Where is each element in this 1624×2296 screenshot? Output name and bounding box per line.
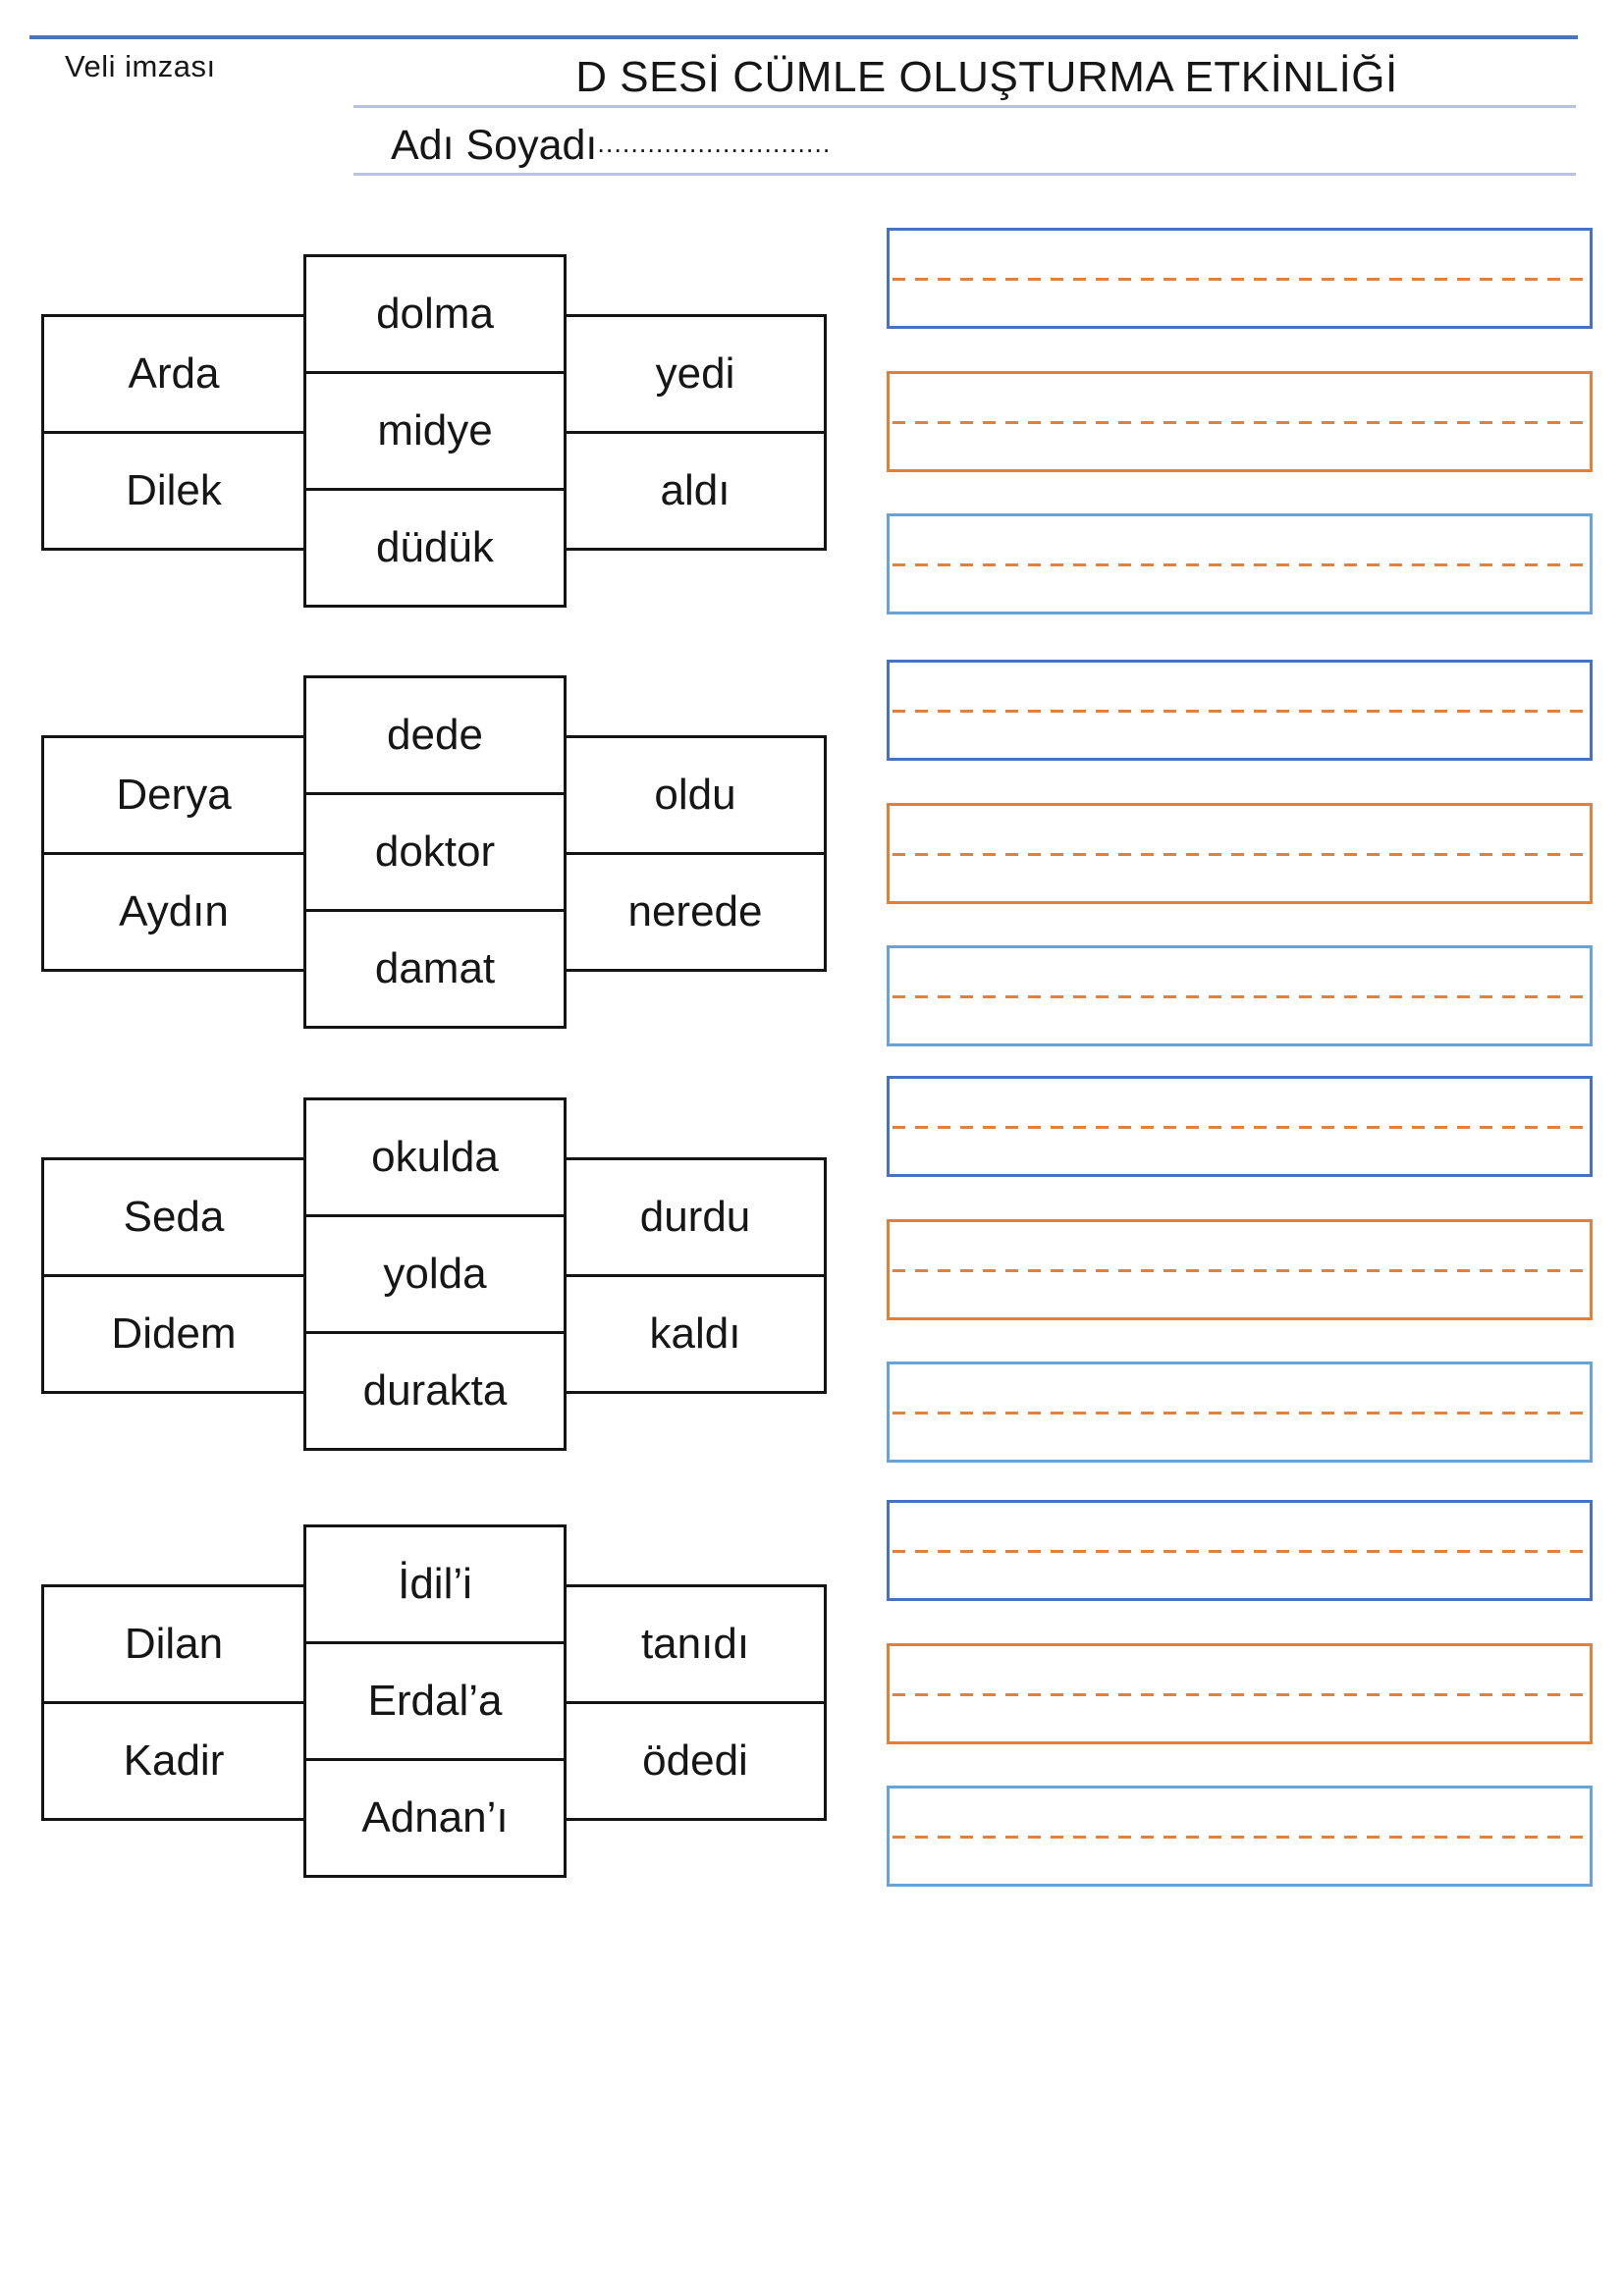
top-rule	[29, 35, 1578, 39]
name-box: Derya	[41, 735, 306, 855]
names-column: Seda Didem	[41, 1157, 306, 1394]
writing-line-box[interactable]	[887, 228, 1593, 329]
writing-line-box[interactable]	[887, 660, 1593, 761]
dashed-guide-line	[893, 994, 1587, 998]
name-underline	[353, 173, 1576, 176]
word-box: düdük	[303, 488, 567, 608]
parent-signature-label: Veli imzası	[65, 49, 216, 83]
title-underline	[353, 105, 1576, 108]
word-box: yolda	[303, 1214, 567, 1334]
name-box: Kadir	[41, 1701, 306, 1821]
writing-line-box[interactable]	[887, 513, 1593, 614]
name-box: Aydın	[41, 852, 306, 972]
writing-line-box[interactable]	[887, 1362, 1593, 1463]
object-column: okulda yolda durakta	[303, 1097, 567, 1451]
worksheet-title: D SESİ CÜMLE OLUŞTURMA ETKİNLİĞİ	[575, 53, 1398, 101]
dashed-guide-line	[893, 1835, 1587, 1839]
writing-line-box[interactable]	[887, 371, 1593, 472]
writing-line-box[interactable]	[887, 945, 1593, 1046]
writing-line-box[interactable]	[887, 1219, 1593, 1320]
dashed-guide-line	[893, 852, 1587, 856]
dashed-guide-line	[893, 709, 1587, 713]
writing-line-box[interactable]	[887, 803, 1593, 904]
name-dotted-line: ........................................…	[597, 129, 832, 158]
verb-column: durdu kaldı	[564, 1157, 827, 1394]
verb-box: oldu	[564, 735, 827, 855]
word-group-2: Derya Aydın dede doktor damat oldu nered…	[41, 675, 837, 1038]
verb-column: oldu nerede	[564, 735, 827, 972]
word-box: dede	[303, 675, 567, 795]
word-box: Erdal’a	[303, 1641, 567, 1761]
word-box: durakta	[303, 1331, 567, 1451]
names-column: Arda Dilek	[41, 314, 306, 551]
verb-box: aldı	[564, 431, 827, 551]
word-group-4: Dilan Kadir İdil’i Erdal’a Adnan’ı tanıd…	[41, 1524, 837, 1887]
verb-column: tanıdı ödedi	[564, 1584, 827, 1821]
dashed-guide-line	[893, 562, 1587, 566]
dashed-guide-line	[893, 277, 1587, 281]
word-box: damat	[303, 909, 567, 1029]
object-column: İdil’i Erdal’a Adnan’ı	[303, 1524, 567, 1878]
name-box: Dilan	[41, 1584, 306, 1704]
dashed-guide-line	[893, 1268, 1587, 1272]
dashed-guide-line	[893, 1125, 1587, 1129]
writing-line-box[interactable]	[887, 1786, 1593, 1887]
word-box: dolma	[303, 254, 567, 374]
dashed-guide-line	[893, 1692, 1587, 1696]
verb-column: yedi aldı	[564, 314, 827, 551]
verb-box: ödedi	[564, 1701, 827, 1821]
name-label: Adı Soyadı	[391, 122, 598, 169]
name-box: Seda	[41, 1157, 306, 1277]
word-box: doktor	[303, 792, 567, 912]
name-box: Dilek	[41, 431, 306, 551]
name-row: Adı Soyadı..............................…	[391, 122, 831, 170]
verb-box: nerede	[564, 852, 827, 972]
verb-box: kaldı	[564, 1274, 827, 1394]
verb-box: tanıdı	[564, 1584, 827, 1704]
name-box: Arda	[41, 314, 306, 434]
names-column: Dilan Kadir	[41, 1584, 306, 1821]
writing-line-box[interactable]	[887, 1643, 1593, 1744]
verb-box: durdu	[564, 1157, 827, 1277]
word-box: Adnan’ı	[303, 1758, 567, 1878]
word-box: okulda	[303, 1097, 567, 1217]
dashed-guide-line	[893, 420, 1587, 424]
object-column: dolma midye düdük	[303, 254, 567, 608]
word-box: midye	[303, 371, 567, 491]
dashed-guide-line	[893, 1411, 1587, 1415]
name-box: Didem	[41, 1274, 306, 1394]
verb-box: yedi	[564, 314, 827, 434]
names-column: Derya Aydın	[41, 735, 306, 972]
writing-line-box[interactable]	[887, 1500, 1593, 1601]
word-group-1: Arda Dilek dolma midye düdük yedi aldı	[41, 254, 837, 616]
dashed-guide-line	[893, 1549, 1587, 1553]
writing-line-box[interactable]	[887, 1076, 1593, 1177]
word-group-3: Seda Didem okulda yolda durakta durdu ka…	[41, 1097, 837, 1460]
word-box: İdil’i	[303, 1524, 567, 1644]
object-column: dede doktor damat	[303, 675, 567, 1029]
